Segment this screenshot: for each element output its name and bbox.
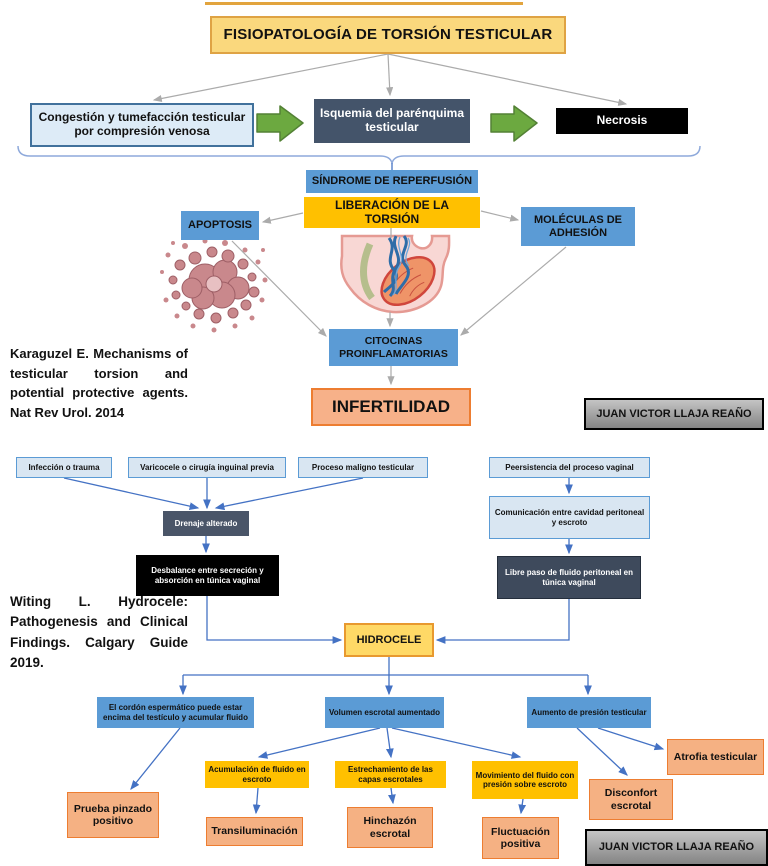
- apoptosis-cells-illustration: [160, 230, 268, 333]
- node-sindrome-reperfusion: SÍNDROME DE REPERFUSIÓN: [306, 170, 478, 193]
- author-box-top: JUAN VICTOR LLAJA REAÑO: [584, 398, 764, 430]
- top-decorative-line: [205, 2, 523, 5]
- flow-arrow-green-2: [490, 105, 538, 142]
- node-varicocele: Varicocele o cirugía inguinal previa: [128, 457, 286, 478]
- node-prueba-pinzado: Prueba pinzado positivo: [67, 792, 159, 838]
- citation-karaguzel: Karaguzel E. Mechanisms of testicular to…: [10, 346, 188, 420]
- node-transiluminacion: Transiluminación: [206, 817, 303, 846]
- node-apoptosis: APOPTOSIS: [181, 211, 259, 240]
- node-presion-testicular: Aumento de presión testicular: [527, 697, 651, 728]
- node-proceso-maligno: Proceso maligno testicular: [298, 457, 428, 478]
- node-moleculas-adhesion: MOLÉCULAS DE ADHESIÓN: [521, 207, 635, 246]
- testicular-torsion-illustration: [340, 234, 451, 314]
- node-fluctuacion: Fluctuación positiva: [482, 817, 559, 859]
- node-drenaje-alterado: Drenaje alterado: [163, 511, 249, 536]
- node-hinchazon: Hinchazón escrotal: [347, 807, 433, 848]
- node-hidrocele: HIDROCELE: [344, 623, 434, 657]
- node-desbalance: Desbalance entre secreción y absorción e…: [136, 555, 279, 596]
- diagram-title: FISIOPATOLOGÍA DE TORSIÓN TESTICULAR: [210, 16, 566, 54]
- node-infeccion-trauma: Infección o trauma: [16, 457, 112, 478]
- citation-witing: Witing L. Hydrocele: Pathogenesis and Cl…: [10, 594, 188, 670]
- node-movimiento-fluido: Movimiento del fluido con presión sobre …: [472, 761, 578, 799]
- node-disconfort: Disconfort escrotal: [589, 779, 673, 820]
- node-liberacion-torsion: LIBERACIÓN DE LA TORSIÓN: [304, 197, 480, 228]
- node-isquemia: Isquemia del parénquima testicular: [314, 99, 470, 143]
- node-volumen-escrotal: Volumen escrotal aumentado: [325, 697, 444, 728]
- node-infertilidad: INFERTILIDAD: [311, 388, 471, 426]
- node-estrechamiento: Estrechamiento de las capas escrotales: [335, 761, 446, 788]
- node-cordon-espermatico: El cordón espermático puede estar encima…: [97, 697, 254, 728]
- node-congestion: Congestión y tumefacción testicular por …: [30, 103, 254, 147]
- node-comunicacion: Comunicación entre cavidad peritoneal y …: [489, 496, 650, 539]
- node-citocinas: CITOCINAS PROINFLAMATORIAS: [329, 329, 458, 366]
- flow-arrow-green-1: [256, 105, 304, 142]
- node-necrosis: Necrosis: [556, 108, 688, 134]
- node-persistencia: Peersistencia del proceso vaginal: [489, 457, 650, 478]
- brace: [17, 145, 701, 166]
- node-atrofia: Atrofia testicular: [667, 739, 764, 775]
- node-acumulacion-fluido: Acumulación de fluido en escroto: [205, 761, 309, 788]
- author-box-bottom: JUAN VICTOR LLAJA REAÑO: [585, 829, 768, 866]
- node-libre-paso: Libre paso de fluido peritoneal en túnic…: [497, 556, 641, 599]
